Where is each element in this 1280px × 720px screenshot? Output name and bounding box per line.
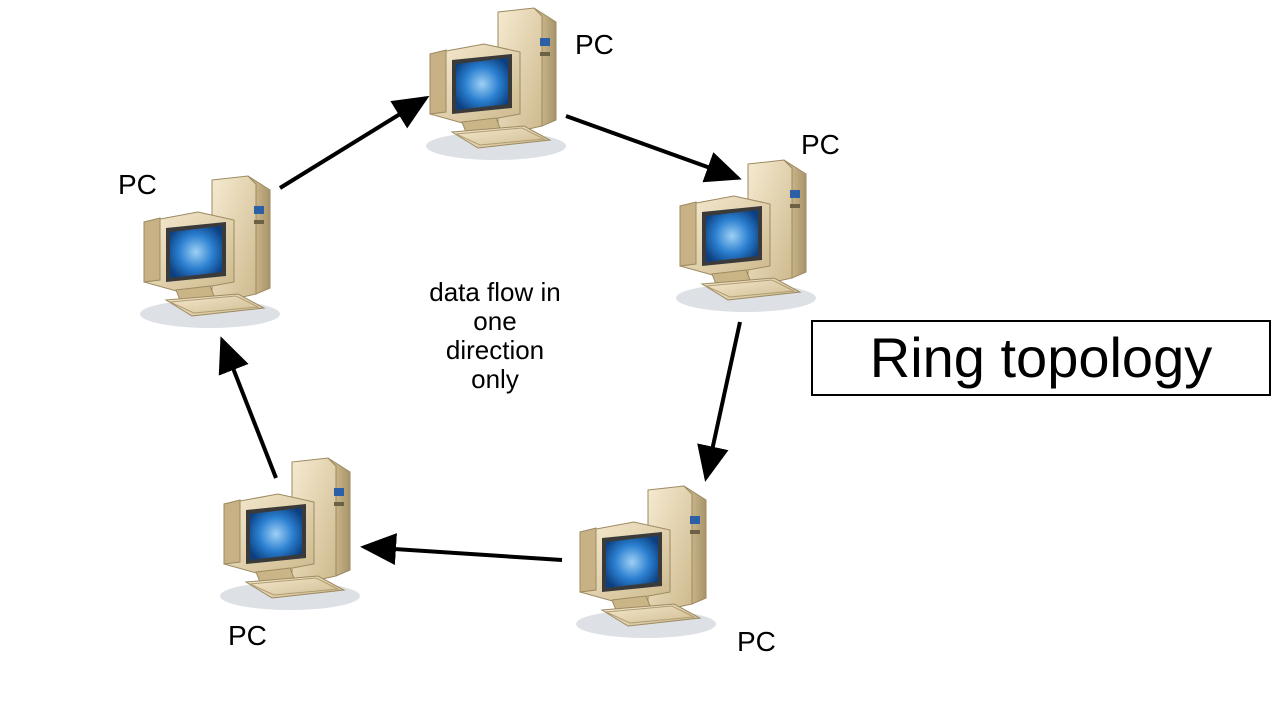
data-flow-note-line: one [473,306,517,336]
arrow-right-to-bottom-right [697,321,742,482]
data-flow-note-line: only [471,364,519,394]
arrow-bottom-right-to-bottom-left [360,533,563,566]
data-flow-note-line: data flow in [429,277,561,307]
data-flow-note: data flow in one direction only [395,278,595,394]
pc-top-icon [425,7,567,161]
pc-label-top: PC [575,29,614,60]
pc-label-bottom-right: PC [737,626,776,657]
pc-left-icon [139,175,281,329]
arrow-bottom-left-to-left [218,336,278,479]
pc-label-right: PC [801,129,840,160]
ring-arrows [218,95,742,566]
diagram-title: Ring topology [869,326,1213,389]
pc-right-icon [675,159,817,313]
arrow-left-to-top [278,95,430,190]
pc-bottom-right-icon [575,485,717,639]
title-box: Ring topology [811,320,1271,396]
pc-bottom-left-icon [219,457,361,611]
pc-label-bottom-left: PC [228,620,267,651]
pc-label-left: PC [118,169,157,200]
data-flow-note-line: direction [445,335,545,365]
arrow-top-to-right [565,114,742,183]
